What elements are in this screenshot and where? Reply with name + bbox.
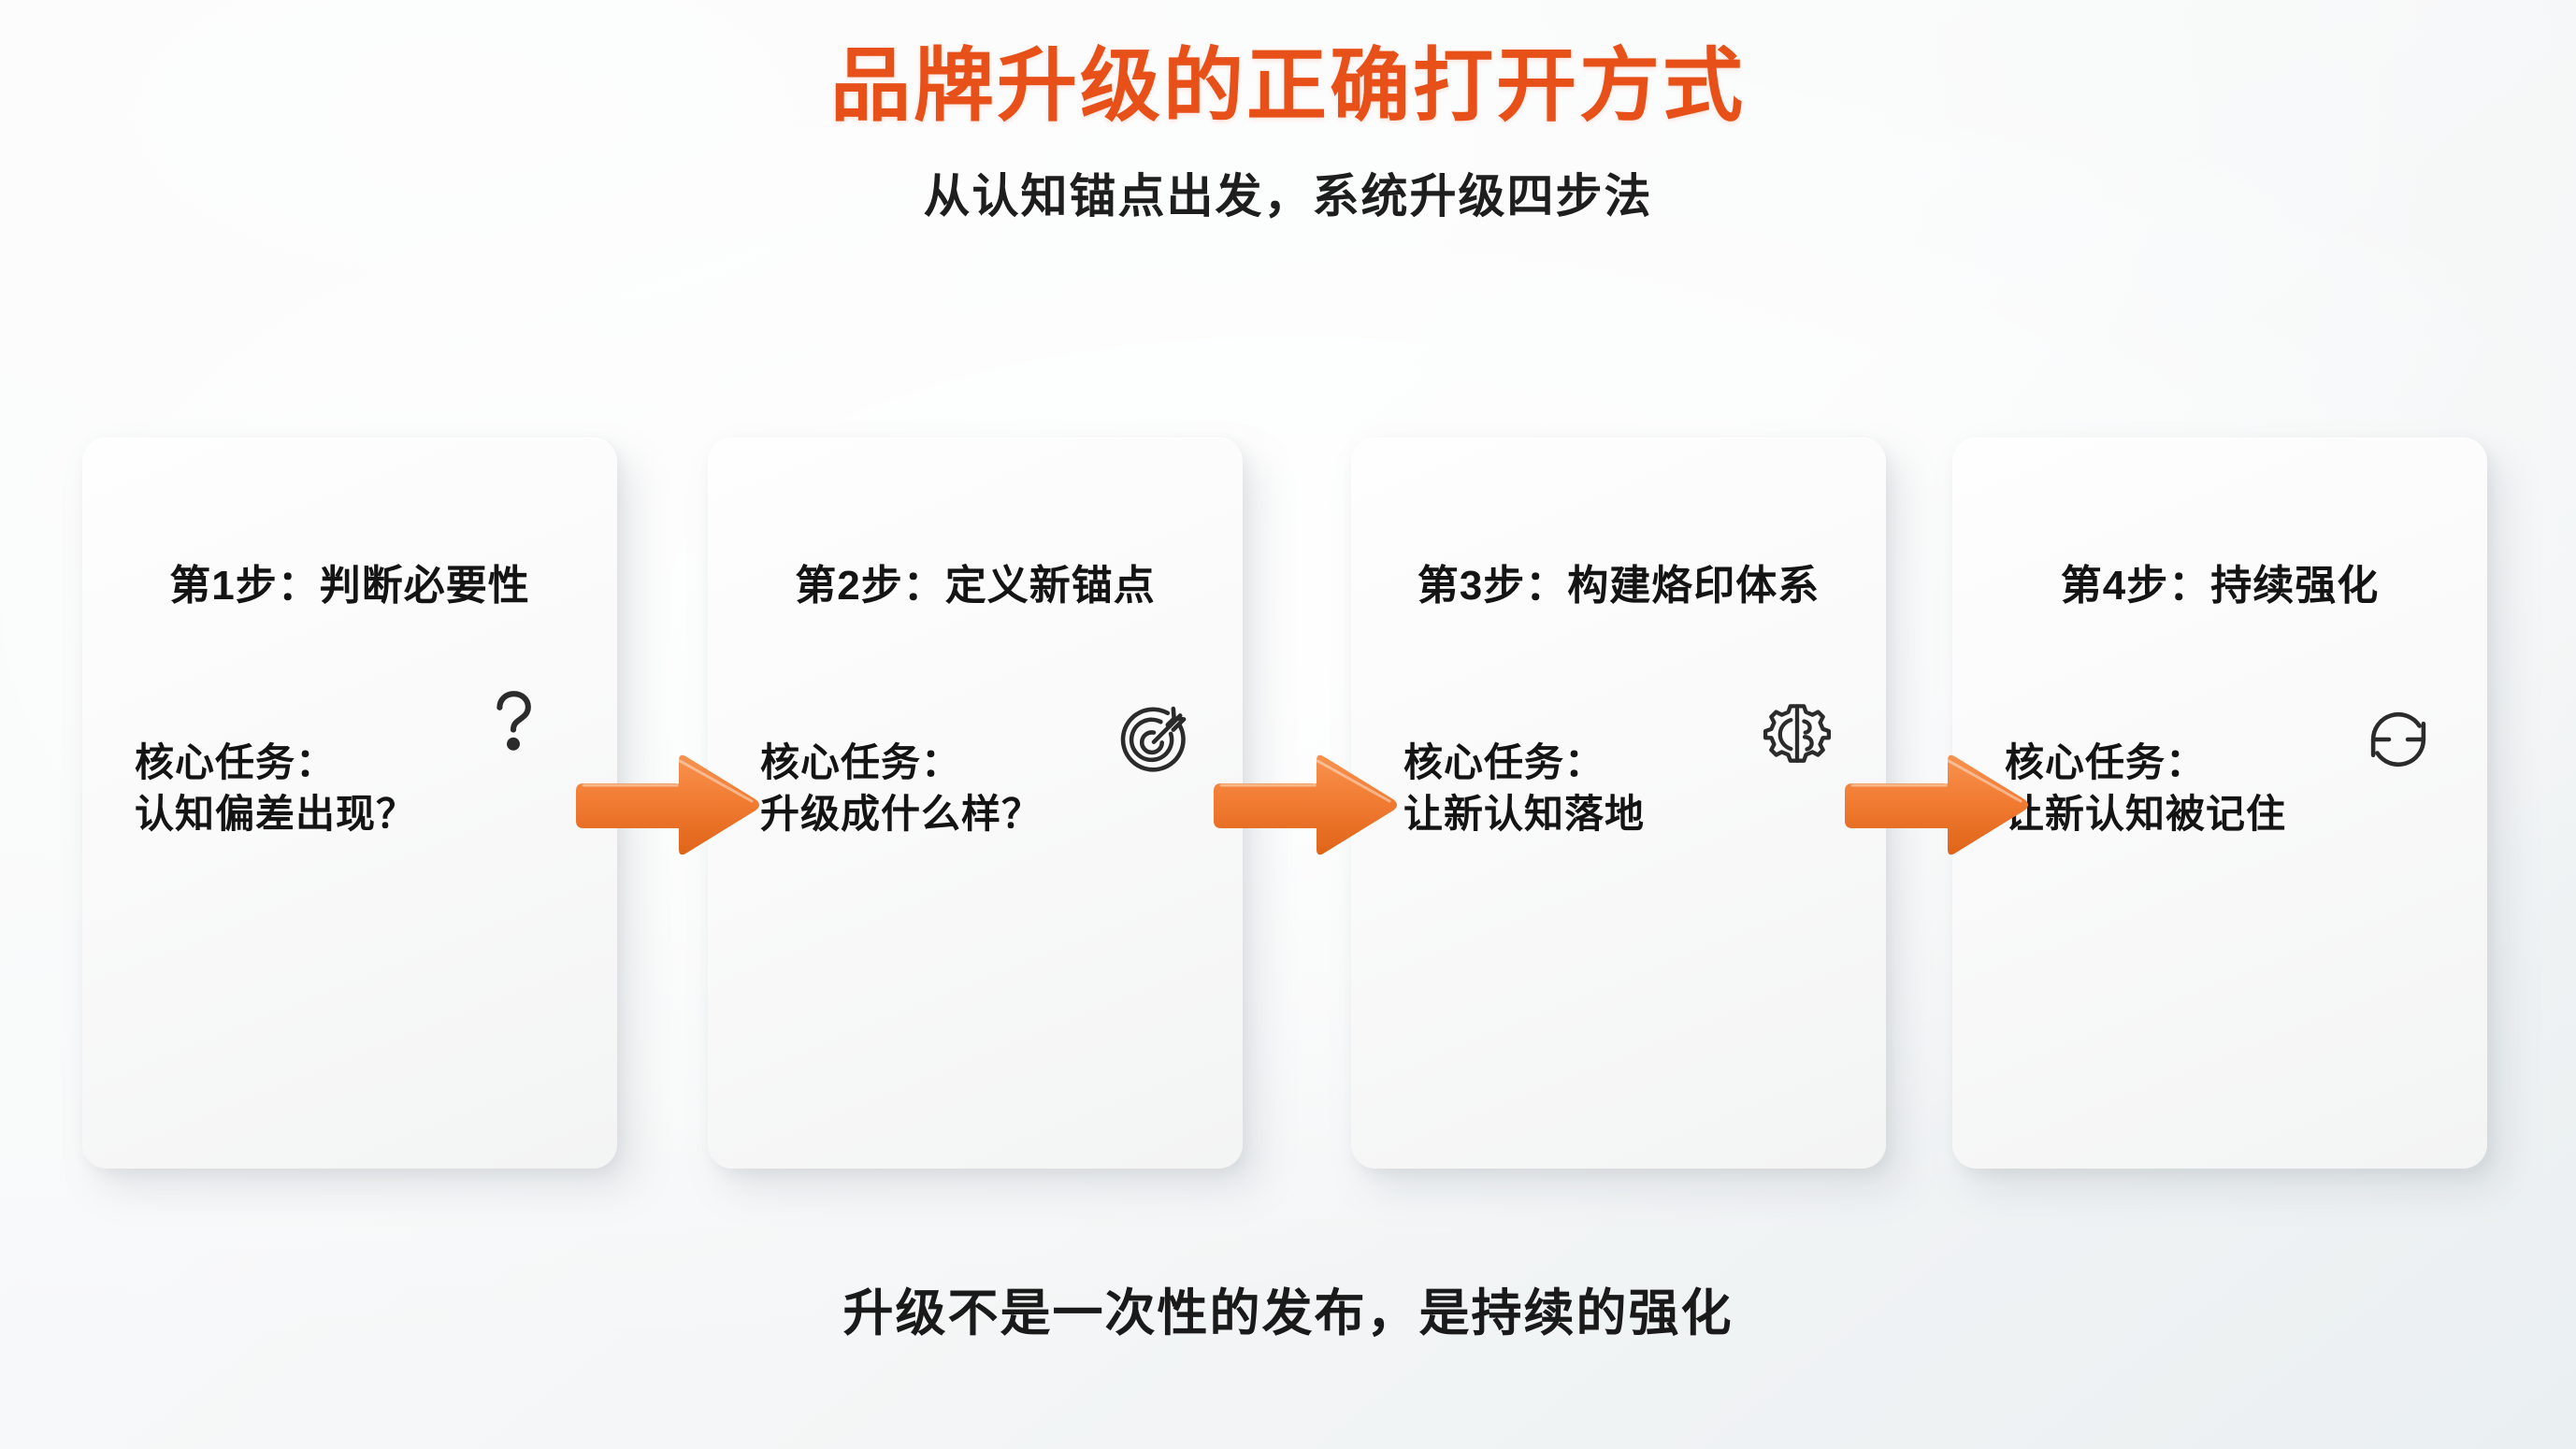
step-card-2-task: 核心任务： 升级成什么样？ <box>760 737 1190 840</box>
step-card-2-title: 第2步：定义新锚点 <box>795 563 1156 609</box>
step-card-4-title: 第4步：持续强化 <box>2060 563 2380 609</box>
step-card-3-task: 核心任务： 让新认知落地 <box>1403 737 1834 840</box>
step-card-2-task-value: 升级成什么样？ <box>760 792 1043 837</box>
step-card-1[interactable]: 第1步：判断必要性 核心任务： 认知偏差出现？ <box>82 438 617 1169</box>
footer-tagline: 升级不是一次性的发布，是持续的强化 <box>842 1285 1734 1341</box>
step-card-3-title: 第3步：构建烙印体系 <box>1417 563 1820 609</box>
step-card-1-task-value: 认知偏差出现？ <box>135 792 417 837</box>
step-card-2[interactable]: 第2步：定义新锚点 核心任务： 升级成什么样？ <box>708 438 1243 1169</box>
step-card-1-title: 第1步：判断必要性 <box>169 563 530 609</box>
step-card-1-task: 核心任务： 认知偏差出现？ <box>135 737 565 840</box>
step-card-4-task-value: 让新认知被记住 <box>2005 792 2287 837</box>
step-card-4-task: 核心任务： 让新认知被记住 <box>2005 737 2435 840</box>
steps-container: 第1步：判断必要性 核心任务： 认知偏差出现？ 第2步：定义新锚点 核心任务： … <box>82 438 2487 1169</box>
brain-gear-icon <box>1757 699 1837 780</box>
header: 品牌升级的正确打开方式 从认知锚点出发，系统升级四步法 <box>0 41 2576 226</box>
step-card-4-task-label: 核心任务： <box>2005 740 2207 784</box>
arrow-step3-to-step4 <box>1837 748 2036 864</box>
step-card-3[interactable]: 第3步：构建烙印体系 核心任务： 让新认知落地 <box>1351 438 1886 1169</box>
arrow-step1-to-step2 <box>568 748 767 864</box>
step-card-3-task-label: 核心任务： <box>1403 740 1605 784</box>
step-card-4[interactable]: 第4步：持续强化 核心任务： 让新认知被记住 <box>1952 438 2487 1169</box>
refresh-cycle-icon <box>2358 699 2439 780</box>
page-subtitle: 从认知锚点出发，系统升级四步法 <box>923 170 1653 223</box>
target-dart-icon <box>1114 699 1194 780</box>
page-title: 品牌升级的正确打开方式 <box>830 41 1746 131</box>
step-card-3-task-value: 让新认知落地 <box>1403 792 1646 837</box>
arrow-step2-to-step3 <box>1206 748 1404 864</box>
step-card-2-task-label: 核心任务： <box>760 740 962 784</box>
question-mark-icon <box>477 682 550 755</box>
step-card-1-task-label: 核心任务： <box>135 740 337 784</box>
